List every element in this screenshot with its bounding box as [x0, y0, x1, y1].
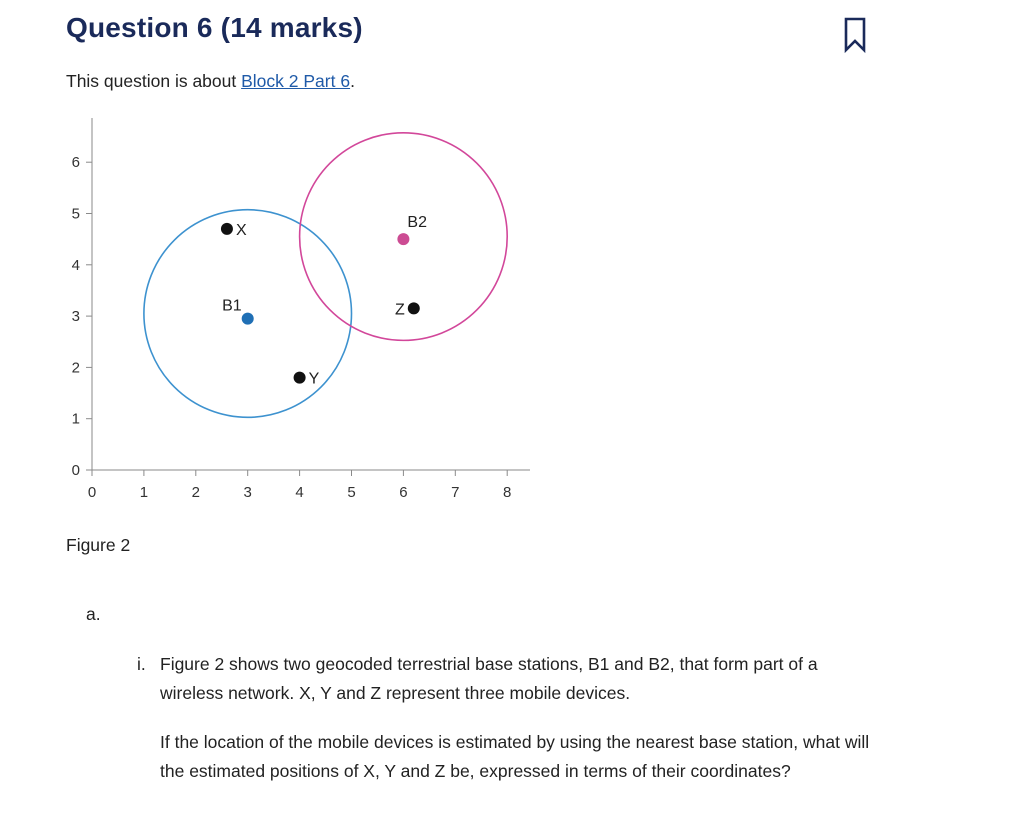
y-tick-label-1: 1	[72, 411, 80, 428]
y-tick-label-2: 2	[72, 359, 80, 376]
x-tick-label-7: 7	[451, 484, 459, 501]
point-label-b2: B2	[407, 214, 427, 231]
point-b2	[397, 233, 410, 246]
point-label-y: Y	[309, 371, 320, 388]
point-x	[220, 222, 233, 235]
intro-prefix: This question is about	[66, 71, 242, 91]
question-paragraph-1: Figure 2 shows two geocoded terrestrial …	[160, 654, 818, 703]
y-tick-label-4: 4	[72, 257, 80, 274]
x-tick-label-3: 3	[244, 484, 252, 501]
y-tick-label-5: 5	[72, 206, 80, 223]
x-tick-label-8: 8	[503, 484, 511, 501]
question-paragraph-2: If the location of the mobile devices is…	[160, 732, 870, 781]
point-label-z: Z	[395, 301, 405, 318]
point-label-x: X	[236, 222, 247, 239]
x-tick-label-5: 5	[347, 484, 355, 501]
question-title: Question 6 (14 marks)	[66, 12, 363, 43]
bookmark-icon[interactable]	[840, 14, 870, 54]
coverage-circle-b1	[143, 208, 353, 419]
intro-suffix: .	[350, 71, 355, 91]
x-tick-label-1: 1	[140, 484, 148, 501]
subpart-label: i.	[137, 654, 146, 674]
y-tick-label-0: 0	[72, 462, 80, 479]
x-tick-label-2: 2	[192, 484, 200, 501]
coverage-circle-b2	[298, 131, 508, 342]
point-z	[407, 302, 420, 315]
point-label-b1: B1	[222, 298, 242, 315]
figure-caption: Figure 2	[66, 535, 131, 555]
intro-text: This question is about Block 2 Part 6.	[66, 71, 355, 92]
block-link[interactable]: Block 2 Part 6	[241, 71, 351, 91]
point-b1	[241, 312, 254, 325]
x-tick-label-6: 6	[399, 484, 407, 501]
point-y	[293, 371, 306, 384]
part-label: a.	[86, 604, 101, 624]
x-tick-label-4: 4	[295, 484, 303, 501]
x-tick-label-0: 0	[88, 484, 96, 501]
y-tick-label-3: 3	[72, 308, 80, 325]
y-tick-label-6: 6	[72, 154, 80, 171]
